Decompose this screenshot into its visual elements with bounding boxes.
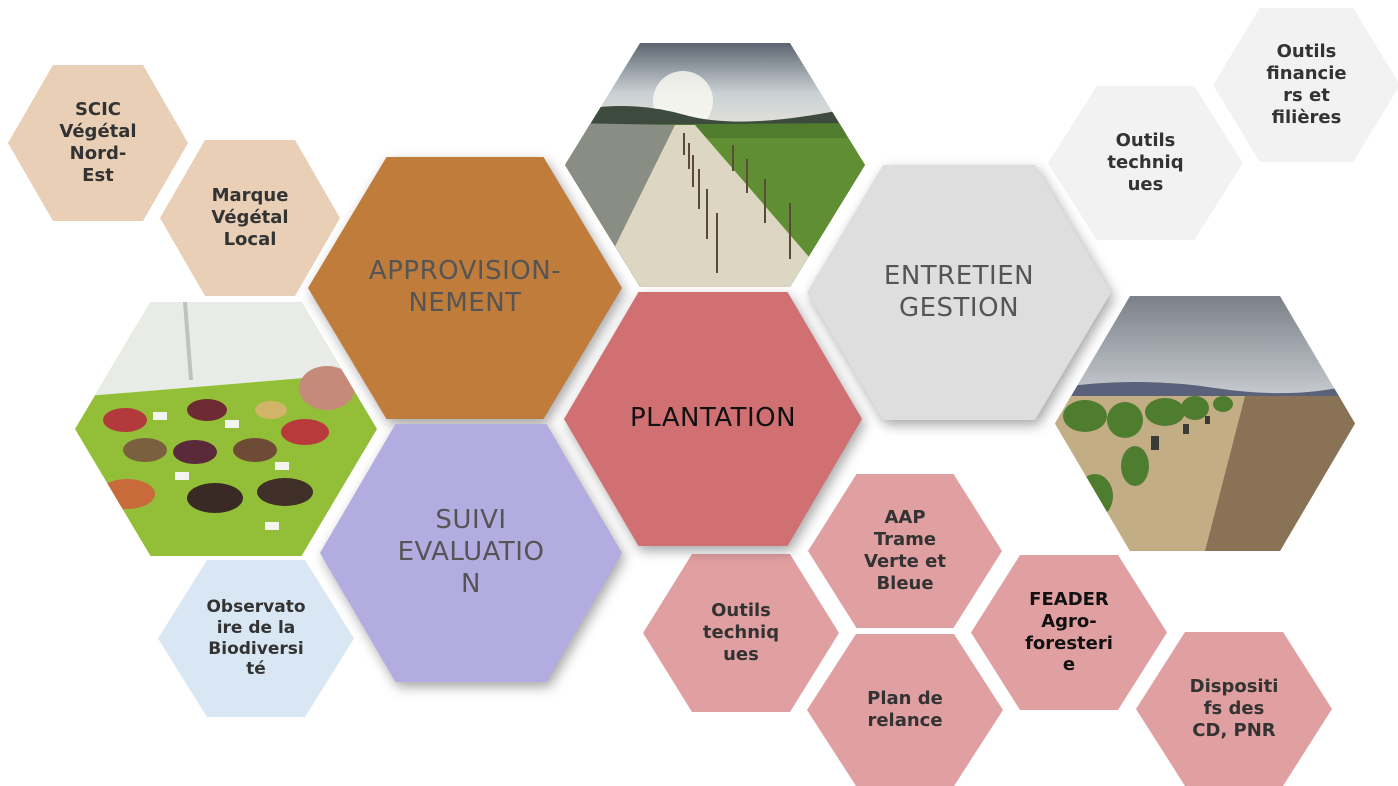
hex-label: AAP Trame Verte et Bleue [864,507,946,594]
hex-label: SCIC Végétal Nord- Est [59,99,137,186]
main-hex-plantation: PLANTATION [564,292,862,546]
hex-feader-agroforesterie: FEADER Agro- foresteri e [971,555,1167,710]
hex-label: PLANTATION [629,403,797,434]
hex-outils-techniques-plantation: Outils techniq ues [643,554,839,712]
main-hex-plantation-wrap: PLANTATION [564,292,862,546]
hex-label: Dispositi fs des CD, PNR [1189,676,1279,741]
hex-label: Outils techniq ues [1107,130,1184,195]
hex-label: SUIVI EVALUATIO N [397,505,545,599]
hex-label: Observato ire de la Biodiversi té [206,597,306,680]
hex-outils-financiers-filieres: Outils financie rs et filières [1213,8,1398,162]
main-hex-suivi-evaluation-wrap: SUIVI EVALUATIO N [320,424,622,682]
hex-dispositifs-cd-pnr: Dispositi fs des CD, PNR [1136,632,1332,786]
hex-label: APPROVISION- NEMENT [368,256,562,318]
hex-label: Marque Végétal Local [211,185,289,250]
hex-label: Outils financie rs et filières [1266,41,1347,128]
hex-marque-vegetal-local: Marque Végétal Local [160,140,340,296]
hex-label: Outils techniq ues [702,600,780,665]
hex-scic-vegetal-nord-est: SCIC Végétal Nord- Est [8,65,188,221]
hex-observatoire-biodiversite: Observato ire de la Biodiversi té [158,560,354,717]
main-hex-entretien-gestion-wrap: ENTRETIEN GESTION [807,165,1111,420]
hex-plan-de-relance: Plan de relance [807,634,1003,786]
hex-label: ENTRETIEN GESTION [883,260,1035,323]
main-hex-approvisionnement-wrap: APPROVISION- NEMENT [308,157,622,419]
hex-label: FEADER Agro- foresteri e [1025,588,1113,676]
hex-label: Plan de relance [867,688,943,731]
